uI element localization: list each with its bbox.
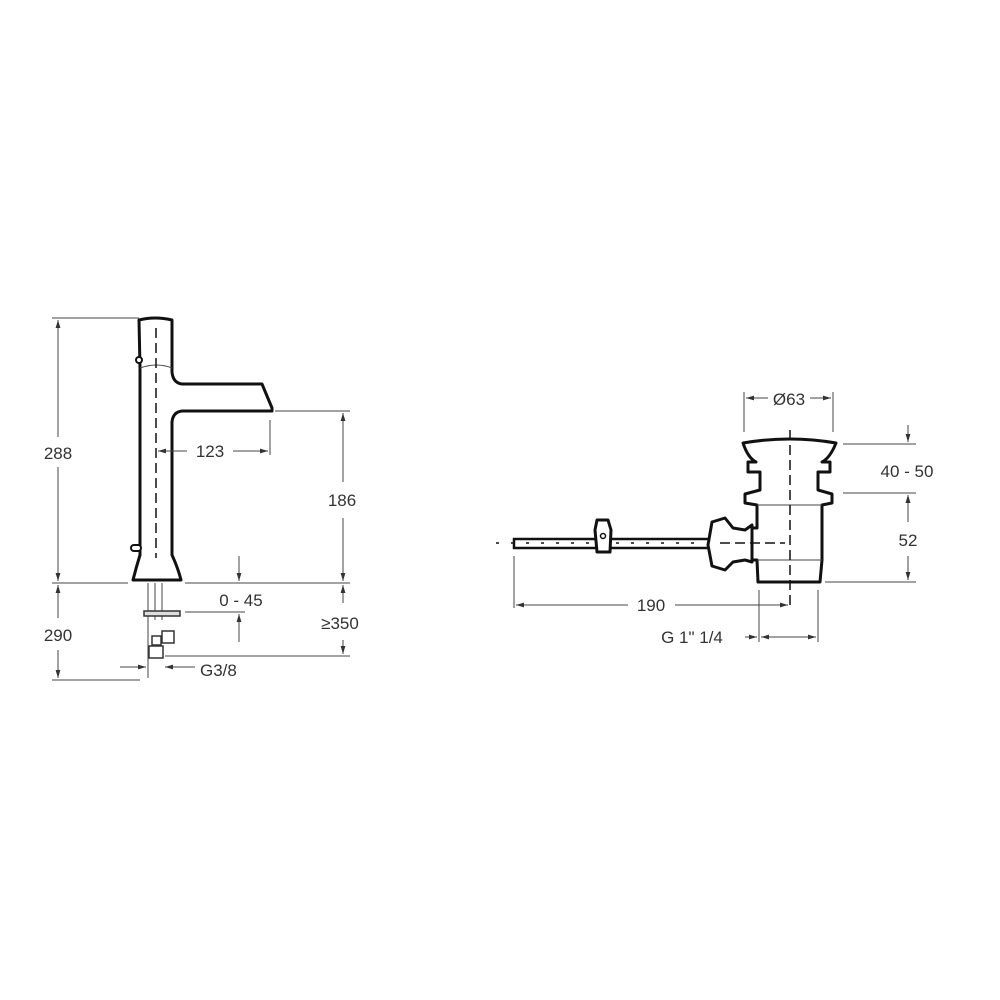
dim-spout-height: 186 — [328, 491, 356, 510]
dim-hose-length: ≥350 — [321, 614, 359, 633]
dim-spout-reach: 123 — [196, 442, 224, 461]
faucet-drawing — [130, 316, 274, 678]
dim-drain-thread: G 1" 1/4 — [661, 628, 723, 647]
dim-drain-diameter: Ø63 — [773, 390, 805, 409]
dim-deck-thickness: 0 - 45 — [219, 591, 262, 610]
dim-rod-length: 190 — [637, 596, 665, 615]
dim-drain-adjust-range: 40 - 50 — [881, 462, 934, 481]
dim-drain-body-height: 52 — [899, 531, 918, 550]
drain-dimensions: Ø63 40 - 50 52 190 G 1" 1/4 — [513, 390, 934, 647]
dim-height-total: 288 — [44, 444, 72, 463]
dim-connection: G3/8 — [200, 661, 237, 680]
faucet-dimensions: 288 123 186 0 - 45 ≥350 290 G3/8 — [44, 317, 359, 681]
dim-below-deck: 290 — [44, 626, 72, 645]
drain-drawing — [496, 430, 838, 605]
